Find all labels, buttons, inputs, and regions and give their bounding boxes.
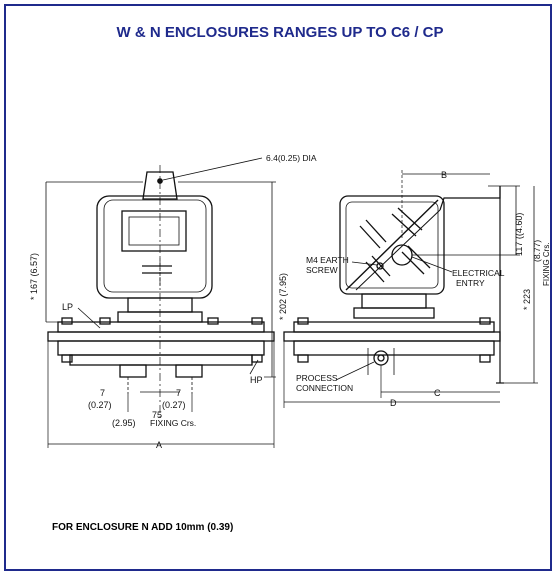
entry-label: ENTRY: [456, 278, 485, 288]
side-view: [283, 170, 538, 408]
hp-label: HP: [250, 375, 263, 385]
dim-027-left: (0.27): [88, 400, 112, 410]
fixing-crs-front: FIXING Crs.: [150, 418, 196, 428]
process-connection: [373, 350, 389, 366]
dim-a: A: [156, 440, 162, 450]
dim-7-left: 7: [100, 388, 105, 398]
connection-label: CONNECTION: [296, 383, 353, 393]
electrical-label: ELECTRICAL: [452, 268, 505, 278]
height-167-label: * 167 (6.57): [29, 253, 39, 300]
dim-027-right: (0.27): [162, 400, 186, 410]
dim-877: (8.77): [532, 240, 542, 262]
screw-label: SCREW: [306, 265, 338, 275]
diagram-frame: W & N ENCLOSURES RANGES UP TO C6 / CP FO…: [4, 4, 552, 571]
diaphragm-plate: [47, 331, 275, 342]
dim-223: * 223: [522, 289, 532, 310]
page-title: W & N ENCLOSURES RANGES UP TO C6 / CP: [116, 24, 444, 41]
dim-75: 75: [152, 410, 162, 420]
enclosure-note: FOR ENCLOSURE N ADD 10mm (0.39): [52, 522, 234, 533]
m4-earth-label: M4 EARTH: [306, 255, 349, 265]
display-window: [121, 210, 187, 252]
lp-label: LP: [62, 302, 73, 312]
upper-flange: [57, 321, 265, 333]
dim-c: C: [434, 388, 441, 398]
dim-d: D: [390, 398, 397, 408]
earth-screw: [376, 262, 384, 270]
dim-117: 117 ((4.60): [514, 213, 524, 256]
lower-flange: [57, 340, 265, 356]
front-view: [45, 157, 276, 448]
hole-dia-label: 6.4(0.25) DIA: [266, 153, 317, 163]
dim-b: B: [441, 170, 447, 180]
fixing-crs-side: FIXING Crs.: [542, 242, 551, 286]
dim-7-right: 7: [176, 388, 181, 398]
electrical-entry: [391, 244, 413, 266]
height-202-label: * 202 (7.95): [278, 273, 288, 320]
wall-bracket: [439, 186, 501, 211]
dim-295: (2.95): [112, 418, 136, 428]
process-label: PROCESS: [296, 373, 338, 383]
mounting-tab: [142, 171, 178, 200]
